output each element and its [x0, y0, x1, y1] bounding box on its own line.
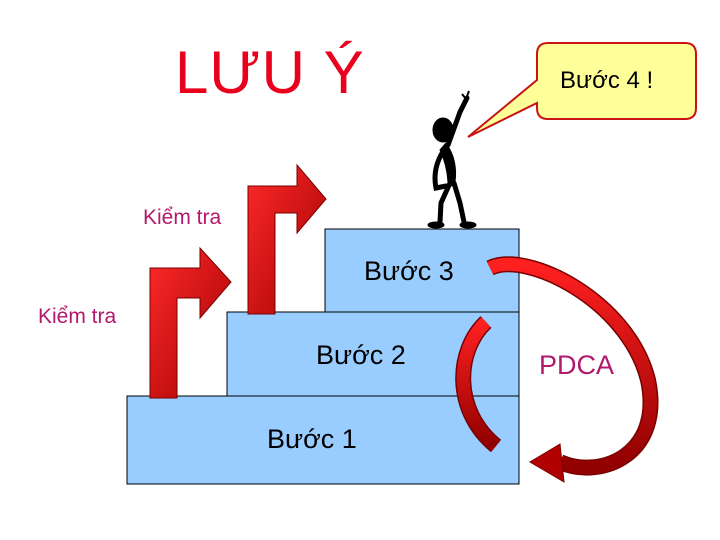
callout-text: Bước 4 !	[560, 67, 654, 94]
step-label-2: Bước 2	[316, 340, 406, 370]
check-label-lower: Kiểm tra	[38, 305, 117, 328]
check-label-upper: Kiểm tra	[143, 206, 222, 229]
stick-figure-icon	[427, 90, 477, 229]
check-arrow-lower	[149, 246, 232, 399]
step-label-3: Bước 3	[364, 256, 454, 286]
step-label-1: Bước 1	[267, 424, 357, 454]
pdca-cycle-arrow	[455, 256, 659, 483]
pdca-label: PDCA	[539, 350, 615, 380]
check-arrow-upper	[247, 163, 327, 315]
callout-bubble	[467, 42, 697, 138]
page-title: LƯU Ý	[175, 39, 365, 106]
step-block-3	[324, 228, 520, 313]
step-block-1	[126, 395, 520, 485]
